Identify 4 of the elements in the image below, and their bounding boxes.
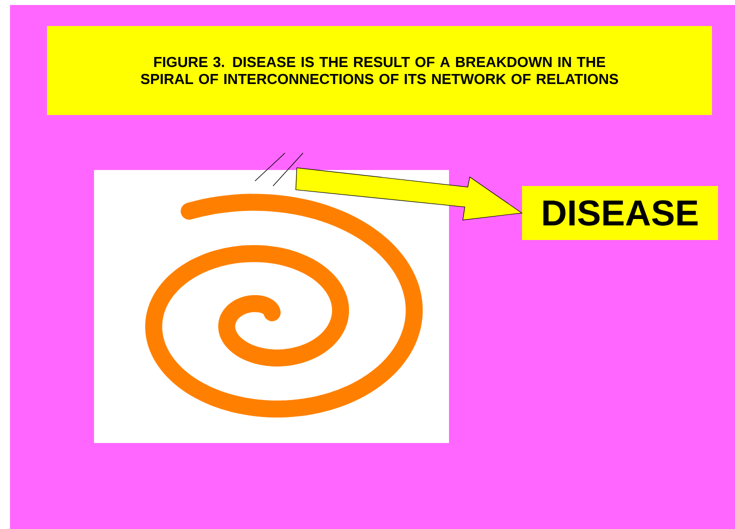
title-box: FIGURE 3. DISEASE IS THE RESULT OF A BREAKDOWN IN THE SPIRAL OF INTERCONNECTIONS OF ITS NETWORK OF RELATIONS xyxy=(47,26,712,115)
block-arrow xyxy=(296,167,523,220)
spiral-drawing xyxy=(94,170,449,443)
label-box: DISEASE xyxy=(522,186,718,240)
